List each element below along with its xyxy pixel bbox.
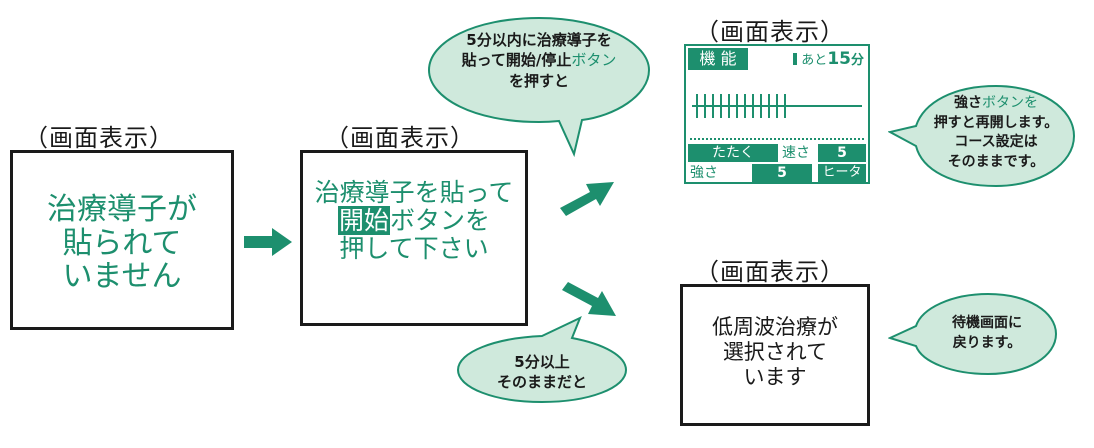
screen4-line3: います bbox=[743, 365, 807, 390]
heater-value: ヒータ bbox=[818, 164, 866, 182]
timer-icon bbox=[793, 53, 798, 65]
callout-right-bottom-line2: 戻ります。 bbox=[952, 334, 1022, 351]
speed-label: 速さ bbox=[782, 145, 810, 161]
intensity-bar bbox=[784, 94, 786, 118]
callout-right-top-line3: コース設定は bbox=[954, 134, 1038, 151]
intensity-bar bbox=[768, 94, 770, 118]
screen-operation: 機 能 あと15分 たたく 速さ 5 強さ 5 ヒータ bbox=[684, 44, 870, 184]
divider bbox=[690, 138, 864, 140]
intensity-bar bbox=[728, 94, 730, 118]
callout-top-line2: 貼って開始/停止ボタン bbox=[461, 51, 617, 70]
callout-top-line3: を押すと bbox=[508, 71, 569, 90]
intensity-bar bbox=[760, 94, 762, 118]
screen1-caption: （画面表示） bbox=[24, 124, 174, 152]
screen3-caption: （画面表示） bbox=[695, 18, 845, 46]
callout-bottom-line1: 5分以上 bbox=[514, 353, 570, 371]
callout-right-top-line4: そのままです。 bbox=[947, 153, 1045, 170]
screen2-line2: 開始ボタンを bbox=[303, 206, 525, 235]
callout-bottom-line2: そのままだと bbox=[496, 373, 587, 392]
callout-right-top-line1: 強さボタンを bbox=[954, 95, 1038, 111]
intensity-bar bbox=[704, 94, 706, 118]
screen1-line2: 貼られて bbox=[62, 225, 182, 261]
intensity-bar bbox=[736, 94, 738, 118]
screen-idle: 低周波治療が 選択されて います bbox=[680, 284, 870, 426]
speed-value: 5 bbox=[818, 144, 866, 162]
intensity-bar bbox=[712, 94, 714, 118]
callout-right-bottom: 待機画面に 戻ります。 bbox=[888, 290, 1060, 380]
intensity-bar bbox=[744, 94, 746, 118]
strength-value: 5 bbox=[752, 164, 812, 182]
screen-no-pad: 治療導子が 貼られて いません bbox=[10, 150, 234, 330]
intensity-bar bbox=[720, 94, 722, 118]
screen1-line3: いません bbox=[62, 259, 182, 295]
screen2-line3: 押して下さい bbox=[339, 234, 489, 263]
callout-right-top-line2: 押すと再開します。 bbox=[933, 114, 1059, 131]
arrow-right-icon bbox=[244, 228, 292, 256]
screen2-line2-rest: ボタンを bbox=[390, 206, 491, 235]
strength-label: 強さ bbox=[690, 165, 718, 181]
screen4-line2: 選択されて bbox=[722, 340, 828, 365]
callout-bottom: 5分以上 そのままだと bbox=[454, 316, 630, 406]
callout-top-line1: 5分以内に治療導子を bbox=[466, 31, 612, 49]
screen-attach-pad: 治療導子を貼って 開始ボタンを 押して下さい bbox=[300, 150, 528, 326]
callout-top: 5分以内に治療導子を 貼って開始/停止ボタン を押すと bbox=[424, 14, 654, 164]
start-highlight: 開始 bbox=[337, 206, 390, 235]
mode-label: 機 能 bbox=[688, 48, 748, 70]
arrow-down-right-icon bbox=[562, 278, 618, 320]
screen2-caption: （画面表示） bbox=[325, 124, 475, 152]
screen4-line1: 低周波治療が bbox=[712, 315, 838, 339]
screen1-line1: 治療導子が bbox=[47, 192, 197, 227]
course-value: たたく bbox=[688, 144, 778, 162]
callout-right-top: 強さボタンを 押すと再開します。 コース設定は そのままです。 bbox=[888, 82, 1078, 192]
screen4-caption: （画面表示） bbox=[695, 258, 845, 286]
intensity-bar bbox=[776, 94, 778, 118]
intensity-bars bbox=[692, 92, 862, 120]
callout-right-bottom-line1: 待機画面に bbox=[952, 315, 1022, 331]
arrow-up-right-icon bbox=[560, 178, 616, 220]
screen2-line1: 治療導子を貼って bbox=[314, 178, 514, 207]
timer: あと15分 bbox=[793, 49, 864, 69]
intensity-bar bbox=[696, 94, 698, 118]
intensity-bar bbox=[752, 94, 754, 118]
